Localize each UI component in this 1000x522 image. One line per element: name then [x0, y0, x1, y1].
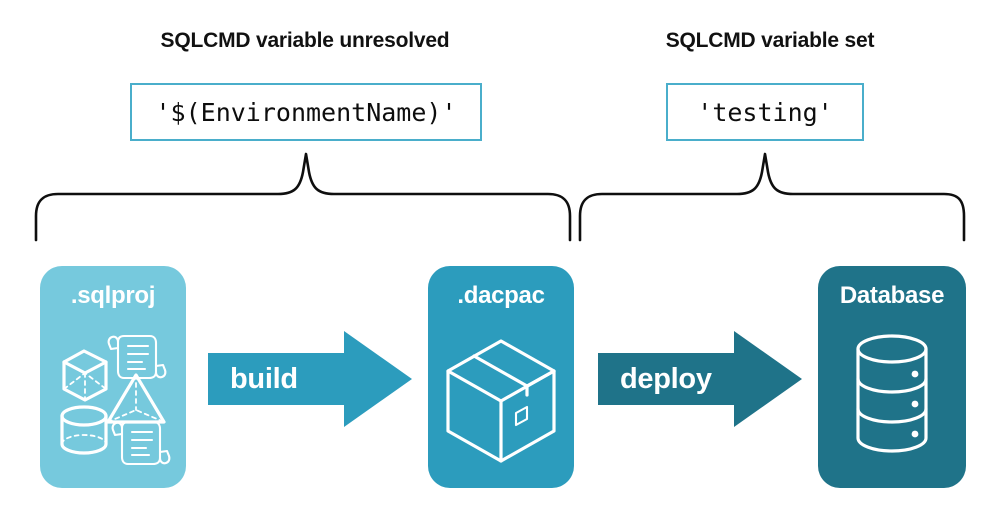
- arrow-deploy-shape: [598, 331, 802, 427]
- stage-card-dacpac-title: .dacpac: [457, 282, 545, 309]
- annotation-heading-left: SQLCMD variable unresolved: [160, 29, 450, 52]
- arrow-build: build: [208, 331, 412, 427]
- stage-card-sqlproj: .sqlproj: [40, 266, 186, 488]
- annotation-heading-right: SQLCMD variable set: [665, 29, 875, 52]
- cylinder-icon: [60, 405, 108, 455]
- sqlcmd-variable-set-value-box: 'testing': [666, 83, 864, 141]
- stage-card-sqlproj-title: .sqlproj: [70, 282, 156, 309]
- sqlcmd-variable-unresolved-value-box: '$(EnvironmentName)': [130, 83, 482, 141]
- brace-deploy-stage: [578, 152, 966, 242]
- stage-card-database-title: Database: [839, 282, 945, 309]
- sqlproj-artwork: [40, 318, 186, 483]
- arrow-deploy: deploy: [598, 331, 802, 427]
- database-cylinder-icon: [856, 334, 928, 453]
- stage-card-dacpac: .dacpac: [428, 266, 574, 488]
- arrow-build-shape: [208, 331, 412, 427]
- stage-card-database: Database: [818, 266, 966, 488]
- dacpac-artwork: [428, 318, 574, 483]
- cube-icon: [62, 349, 108, 402]
- package-box-icon: [446, 339, 556, 463]
- brace-build-stage: [34, 152, 572, 242]
- pyramid-icon: [106, 373, 166, 424]
- script-scroll-icon: [111, 420, 171, 466]
- script-scroll-icon: [107, 334, 167, 380]
- database-artwork: [818, 318, 966, 483]
